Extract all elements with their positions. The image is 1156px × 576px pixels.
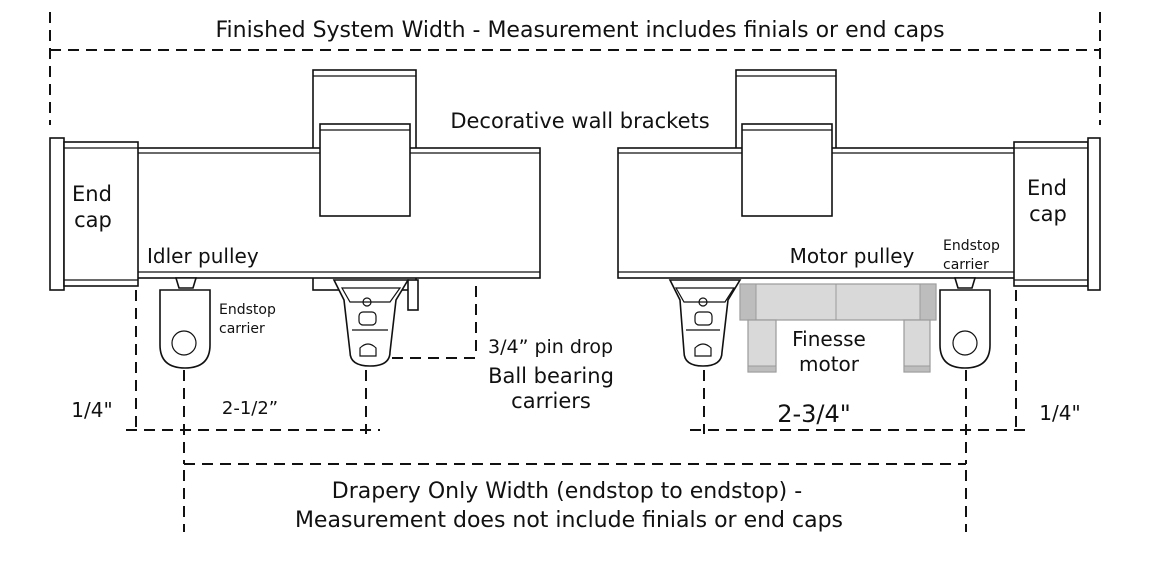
- dim-two-three-quarter-label: 2-3/4": [777, 400, 851, 428]
- endstop-carrier-left-label-line2: carrier: [219, 321, 265, 337]
- ball-bearing-carrier-icon: [332, 279, 419, 367]
- dim-quarter-left-label: 1/4": [71, 398, 112, 422]
- endstop-carrier-icon: [159, 277, 211, 369]
- dim-quarter-right-label: 1/4": [1039, 401, 1080, 425]
- endstop-carrier-right-label-line1: Endstop: [943, 238, 1000, 254]
- endstop-carrier-icon: [939, 277, 991, 369]
- end-cap-right-label-line2: cap: [1029, 202, 1067, 226]
- drapery-width-label-line1: Drapery Only Width (endstop to endstop) …: [332, 479, 802, 504]
- wall-bracket-icon: [741, 123, 833, 217]
- pin-drop-dimension: [392, 286, 477, 359]
- idler-pulley-label: Idler pulley: [147, 244, 259, 268]
- brackets-label: Decorative wall brackets: [450, 109, 709, 133]
- wall-bracket-icon: [319, 123, 411, 217]
- end-cap-icon: [49, 137, 139, 291]
- end-cap-left-label-line1: End: [72, 182, 112, 206]
- ball-bearing-label-line1: Ball bearing: [488, 364, 614, 388]
- right-spacing-dimension: [690, 290, 1026, 464]
- finesse-motor-icon: [739, 283, 937, 373]
- endstop-carrier-right-label-line2: carrier: [943, 257, 989, 273]
- finished-width-dimension: [49, 12, 1101, 125]
- finished-width-label: Finished System Width - Measurement incl…: [215, 18, 944, 43]
- finesse-motor-label-line1: Finesse: [792, 327, 866, 351]
- end-cap-right-label-line1: End: [1027, 176, 1067, 200]
- left-spacing-dimension: [126, 290, 380, 464]
- left-rail-assembly: [49, 69, 541, 291]
- pin-drop-label: 3/4” pin drop: [488, 336, 613, 358]
- end-cap-icon: [1013, 137, 1101, 291]
- drapery-width-label-line2: Measurement does not include finials or …: [295, 508, 843, 533]
- ball-bearing-label-line2: carriers: [511, 389, 591, 413]
- ball-bearing-carrier-icon: [668, 279, 742, 367]
- drapery-width-dimension: [183, 463, 967, 532]
- endstop-carrier-left-label-line1: Endstop: [219, 302, 276, 318]
- dim-two-half-label: 2-1/2”: [222, 398, 278, 419]
- finesse-motor-label-line2: motor: [799, 352, 860, 376]
- right-rail-assembly: [617, 69, 1101, 291]
- end-cap-left-label-line2: cap: [74, 208, 112, 232]
- motor-pulley-label: Motor pulley: [790, 244, 915, 268]
